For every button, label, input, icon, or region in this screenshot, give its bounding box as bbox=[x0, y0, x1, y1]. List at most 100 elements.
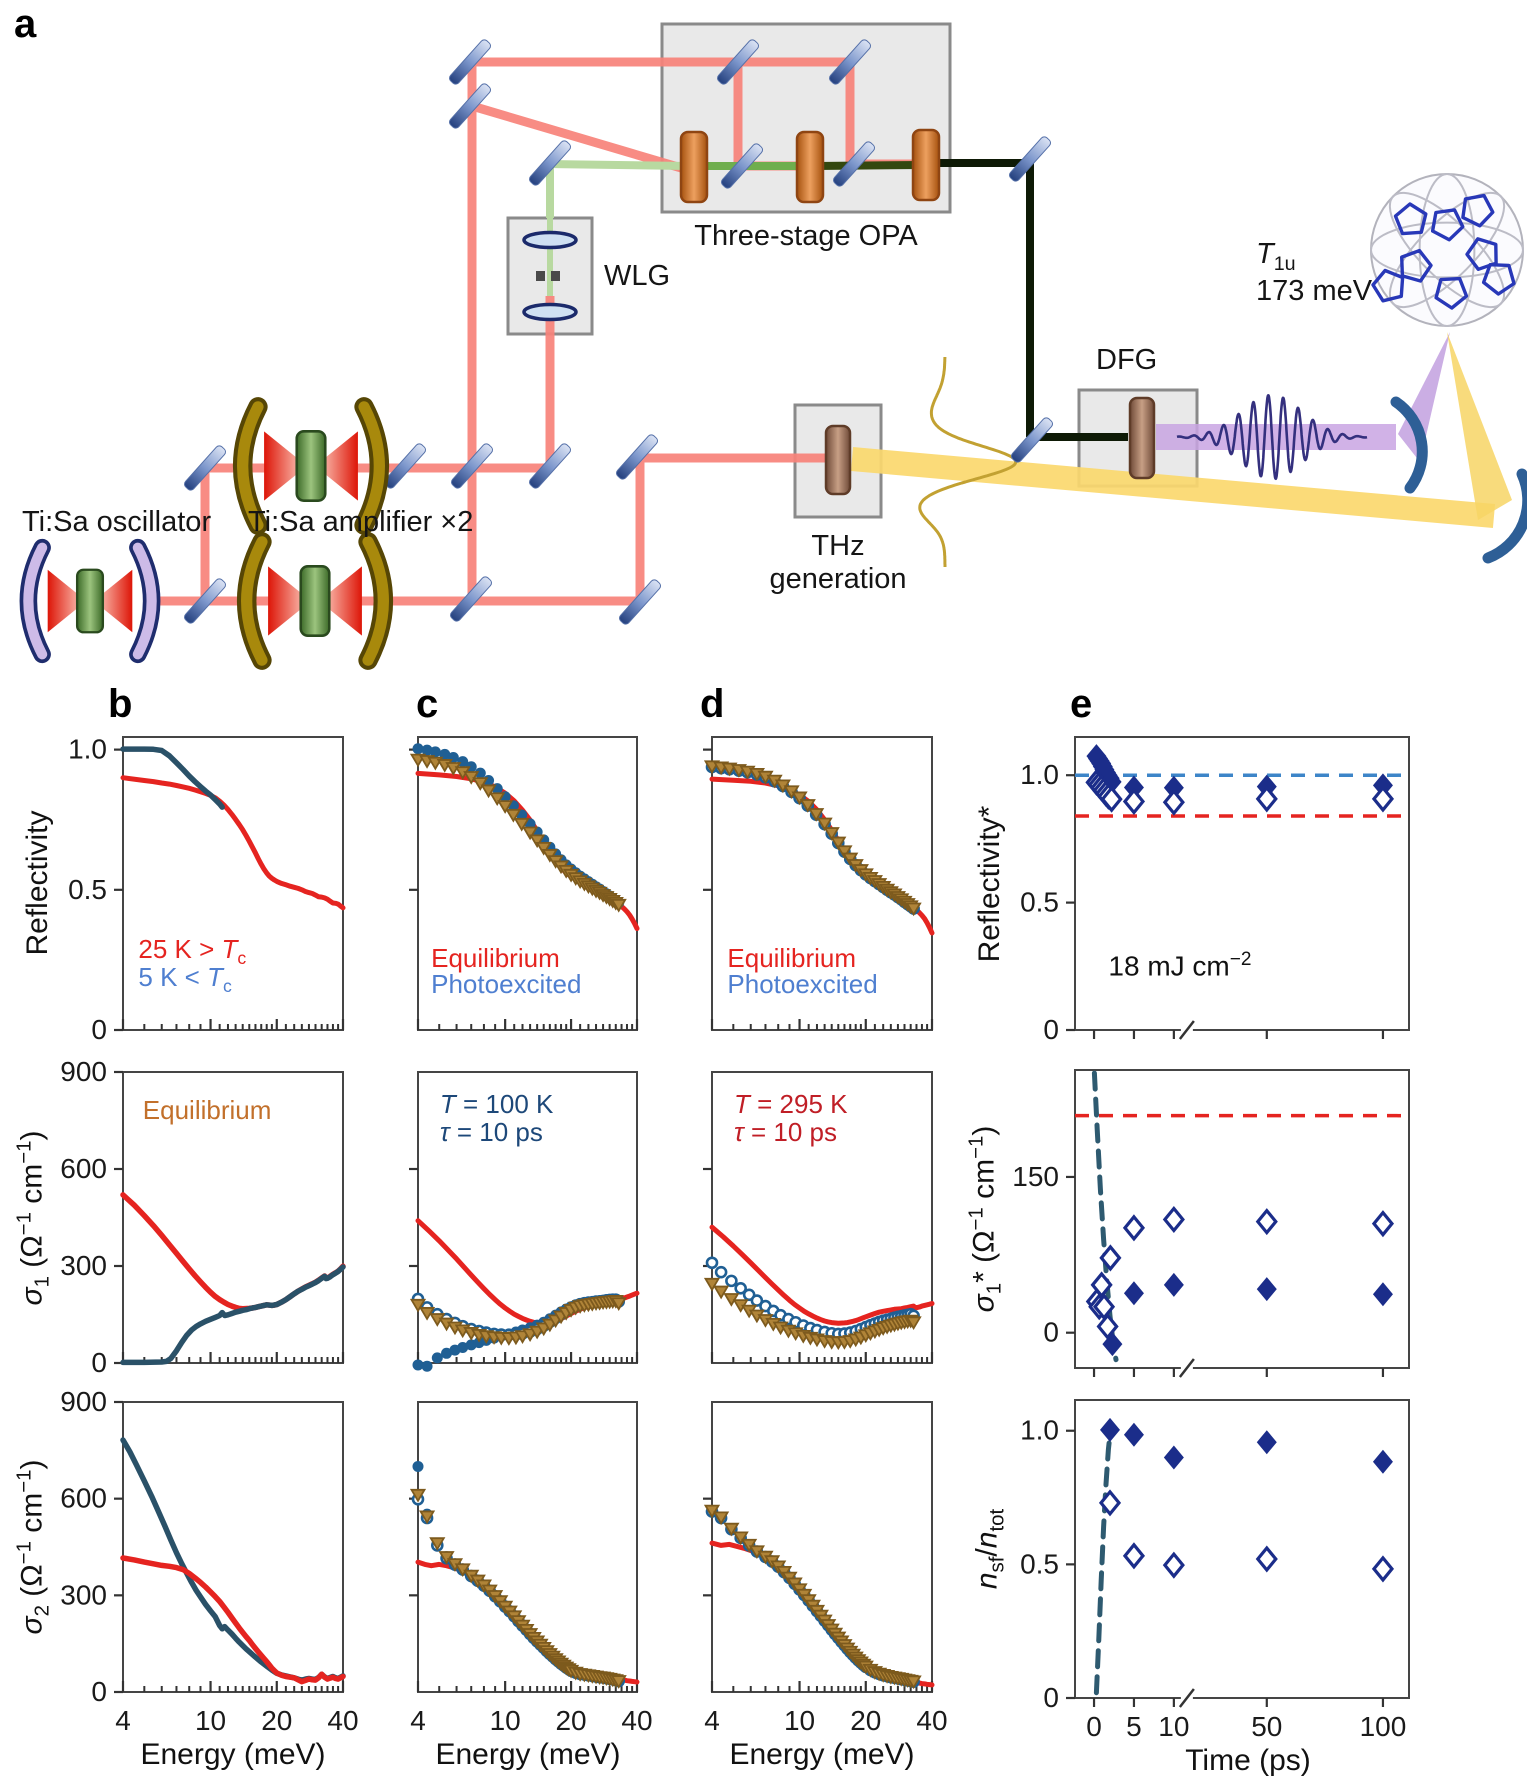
series-reflectivity-25K bbox=[120, 775, 346, 911]
oscillator-label: Ti:Sa oscillator bbox=[22, 506, 212, 538]
wlg-label: WLG bbox=[604, 260, 671, 292]
svg-text:300: 300 bbox=[60, 1579, 107, 1610]
svg-text:0: 0 bbox=[1043, 1682, 1059, 1713]
svg-text:600: 600 bbox=[60, 1483, 107, 1514]
svg-text:10: 10 bbox=[490, 1705, 521, 1736]
svg-text:20: 20 bbox=[555, 1705, 586, 1736]
tisa-oscillator-device bbox=[27, 546, 153, 656]
panel-letter-a: a bbox=[14, 2, 37, 46]
svg-text:150: 150 bbox=[1012, 1161, 1059, 1192]
series-sigma1-filled-diamonds bbox=[1102, 1272, 1393, 1357]
ylabel-sigma1: σ1 (Ω−1 cm−1) bbox=[13, 1130, 54, 1306]
svg-text:1.0: 1.0 bbox=[1020, 1415, 1059, 1446]
series-equilibrium-100K bbox=[415, 770, 640, 931]
svg-text:300: 300 bbox=[60, 1250, 107, 1281]
svg-text:4: 4 bbox=[115, 1705, 131, 1736]
series-photo-triangles bbox=[409, 1295, 627, 1346]
series-photoexcited-triangles bbox=[409, 753, 627, 913]
series-photo-triangles bbox=[703, 1504, 922, 1690]
series-equilibrium-295K bbox=[709, 776, 935, 936]
svg-text:0: 0 bbox=[1086, 1711, 1102, 1742]
xlabel-energy-b: Energy (meV) bbox=[140, 1738, 326, 1771]
opa-crystal-icon bbox=[795, 130, 825, 204]
svg-text:0: 0 bbox=[1043, 1317, 1059, 1348]
svg-text:40: 40 bbox=[327, 1705, 358, 1736]
ylabel-sigma1-star: σ1* (Ω−1 cm−1) bbox=[965, 1125, 1006, 1313]
chart-c2 bbox=[409, 1071, 640, 1372]
nonlinear-crystals bbox=[679, 128, 1156, 496]
svg-text:40: 40 bbox=[916, 1705, 947, 1736]
annotation-d2-0: T = 295 K bbox=[734, 1089, 848, 1119]
svg-text:4: 4 bbox=[410, 1705, 426, 1736]
thz-label: THz generation bbox=[769, 530, 907, 596]
laser-beams bbox=[153, 57, 1496, 606]
series-nsf-filled-diamonds bbox=[1100, 1417, 1393, 1474]
annotation-b1-1: 5 K < Tc bbox=[138, 962, 232, 997]
series-sigma1-25K bbox=[120, 1192, 346, 1312]
series-nsf-open-diamonds bbox=[1098, 1489, 1395, 1583]
annotation-b2-0: Equilibrium bbox=[142, 1094, 272, 1125]
mir-focus-cone bbox=[1398, 332, 1450, 462]
chart-e1: 00.51.0 bbox=[1020, 736, 1410, 1045]
svg-text:900: 900 bbox=[60, 1056, 107, 1087]
wlg-lenses bbox=[522, 230, 578, 322]
svg-text:10: 10 bbox=[195, 1705, 226, 1736]
mir-pulse-glyph bbox=[1176, 393, 1368, 481]
chart-e2: 0 150 bbox=[1012, 1069, 1410, 1378]
panel-letter-b: b bbox=[108, 682, 133, 726]
svg-text:50: 50 bbox=[1251, 1711, 1282, 1742]
annotation-c2-1: τ = 10 ps bbox=[439, 1116, 543, 1147]
dfg-crystal-icon bbox=[1128, 396, 1156, 480]
svg-text:100: 100 bbox=[1360, 1711, 1407, 1742]
opa-label: Three-stage OPA bbox=[694, 220, 918, 252]
svg-text:0: 0 bbox=[1043, 1014, 1059, 1045]
svg-text:600: 600 bbox=[60, 1153, 107, 1184]
panel-letter-d: d bbox=[700, 682, 725, 726]
annotation-d1-1: Photoexcited bbox=[727, 969, 878, 1000]
c60-molecule bbox=[1370, 173, 1524, 327]
svg-text:1.0: 1.0 bbox=[68, 734, 107, 765]
xlabel-time-e: Time (ps) bbox=[1185, 1744, 1311, 1777]
curved-mirror-icon bbox=[1390, 396, 1428, 494]
optical-setup-schematic bbox=[27, 22, 1527, 662]
thz-crystal-icon bbox=[824, 424, 852, 496]
svg-text:10: 10 bbox=[1158, 1711, 1189, 1742]
series-rise-fit bbox=[1093, 1428, 1113, 1696]
series-photoexcited-triangles bbox=[703, 760, 922, 917]
ylabel-nsf-ntot: nsf/ntot bbox=[970, 1508, 1009, 1590]
thz-focus-cone bbox=[1447, 332, 1512, 520]
panel-letter-c: c bbox=[416, 682, 439, 726]
ylabel-sigma2: σ2 (Ω−1 cm−1) bbox=[13, 1459, 54, 1635]
annotation-c2-0: T = 100 K bbox=[439, 1089, 554, 1119]
svg-text:0: 0 bbox=[91, 1347, 107, 1378]
series-equilibrium bbox=[709, 1224, 935, 1326]
chart-b1: 0 0.5 1.0 bbox=[68, 734, 346, 1045]
lens-icon bbox=[522, 302, 578, 322]
svg-text:4: 4 bbox=[704, 1705, 720, 1736]
ylabel-reflectivity-star: Reflectivity* bbox=[973, 805, 1006, 963]
svg-text:5: 5 bbox=[1126, 1711, 1142, 1742]
svg-text:0.5: 0.5 bbox=[1020, 887, 1059, 918]
series-reflectivity-open-diamonds bbox=[1085, 768, 1395, 816]
annotation-e1-0: 18 mJ cm−2 bbox=[1108, 948, 1252, 982]
lens-icon bbox=[522, 230, 578, 250]
svg-text:0: 0 bbox=[91, 1676, 107, 1707]
series-sigma2-25K bbox=[120, 1555, 346, 1685]
curved-mirror-icon bbox=[1482, 468, 1527, 564]
annotation-c1-1: Photoexcited bbox=[431, 969, 582, 1000]
svg-text:10: 10 bbox=[784, 1705, 815, 1736]
svg-text:0: 0 bbox=[91, 1014, 107, 1045]
ylabel-reflectivity: Reflectivity bbox=[21, 810, 54, 956]
svg-text:0.5: 0.5 bbox=[68, 874, 107, 905]
opa-crystal-icon bbox=[679, 130, 709, 204]
chart-d2 bbox=[703, 1071, 935, 1364]
series-sigma1-5K bbox=[120, 1264, 346, 1366]
annotation-b1-0: 25 K > Tc bbox=[138, 934, 247, 969]
chart-d3: 4 10 20 40 bbox=[703, 1401, 948, 1736]
series-sigma1-open-diamonds bbox=[1085, 1205, 1395, 1340]
svg-text:20: 20 bbox=[850, 1705, 881, 1736]
opa-crystal-icon bbox=[911, 128, 941, 202]
